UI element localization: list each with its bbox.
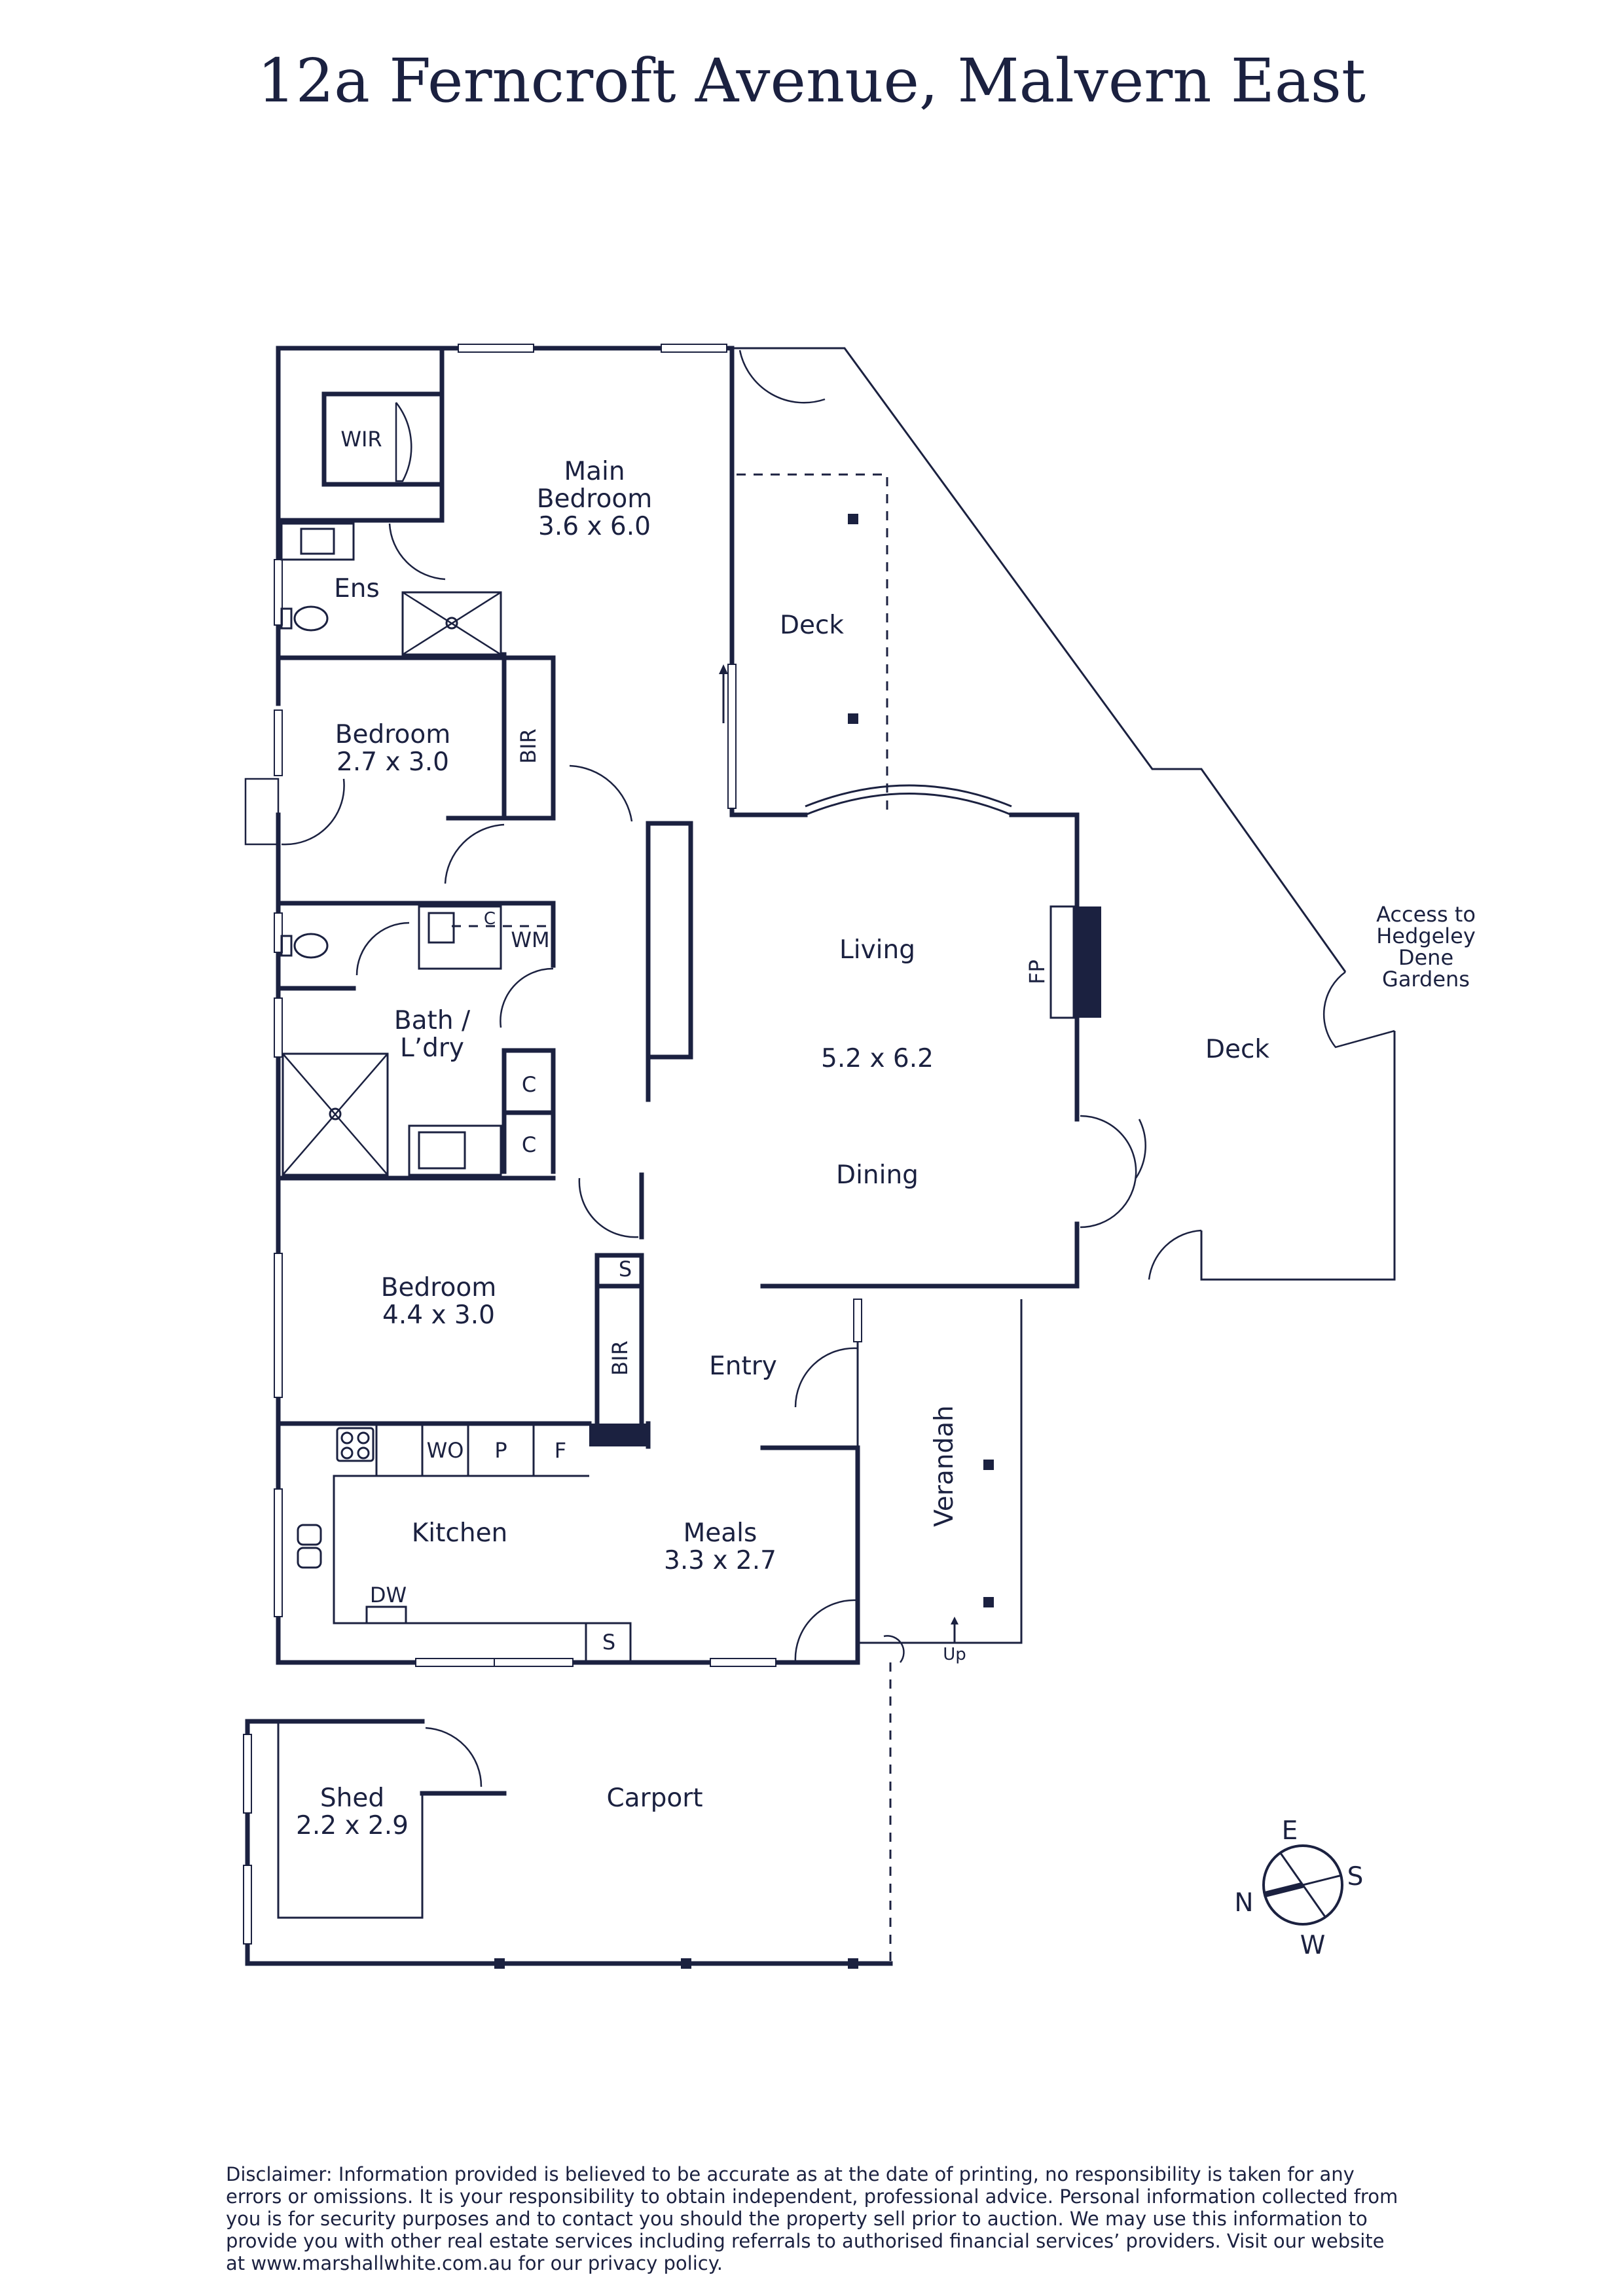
wir-label: WIR (340, 427, 382, 452)
room-labels: WIR Main Bedroom 3.6 x 6.0 Ens Deck Bedr… (296, 427, 1476, 1840)
bir-label-2: BIR (608, 1340, 632, 1376)
side-deck-label: Deck (1205, 1035, 1269, 1064)
meals-label: Meals (684, 1518, 757, 1548)
c-small-label: C (484, 909, 496, 929)
fixtures (280, 514, 1101, 1969)
fireplace-label: FP (1025, 960, 1049, 984)
toilet-icon (293, 605, 329, 632)
bir-label-1: BIR (516, 728, 541, 764)
bedroom-2-size: 2.7 x 3.0 (337, 747, 449, 777)
meals-size: 3.3 x 2.7 (664, 1546, 776, 1575)
access-label-2: Hedgeley (1376, 924, 1476, 948)
compass-w: W (1300, 1931, 1326, 1960)
laundry-label: L’dry (400, 1033, 464, 1063)
living-label: Living (839, 935, 915, 965)
compass-icon: E S N W (1234, 1816, 1363, 1960)
f-label: F (555, 1438, 566, 1463)
main-bedroom-size: 3.6 x 6.0 (538, 512, 651, 541)
main-bedroom-label: Main (564, 457, 625, 486)
shed-size: 2.2 x 2.9 (296, 1811, 409, 1840)
access-label-1: Access to (1376, 902, 1476, 927)
p-label: P (494, 1438, 507, 1463)
wo-label: WO (427, 1438, 464, 1463)
compass-s: S (1347, 1862, 1364, 1892)
verandah-label: Verandah (930, 1405, 959, 1527)
s-label-1: S (619, 1257, 632, 1282)
dining-label: Dining (836, 1160, 919, 1190)
bath-label: Bath / (394, 1006, 471, 1035)
windows (243, 344, 862, 1945)
cupboard-1-label: C (522, 1072, 536, 1097)
wm-label: WM (511, 927, 549, 952)
sliding-door-arrow-icon (719, 664, 728, 723)
compass-n: N (1234, 1888, 1253, 1918)
bedroom-2-label: Bedroom (335, 720, 450, 749)
bedroom-3-size: 4.4 x 3.0 (382, 1300, 495, 1330)
doors (244, 350, 1395, 1787)
page-title: 12a Ferncroft Avenue, Malvern East (257, 46, 1366, 116)
bedroom-3-label: Bedroom (381, 1273, 496, 1302)
up-arrow-icon (951, 1617, 958, 1643)
access-label-4: Gardens (1382, 967, 1470, 992)
s-label-2: S (602, 1630, 615, 1655)
dw-label: DW (370, 1583, 407, 1607)
compass-e: E (1282, 1816, 1298, 1846)
living-size: 5.2 x 6.2 (821, 1044, 934, 1073)
entry-label: Entry (709, 1352, 777, 1381)
shed-label: Shed (320, 1784, 384, 1813)
bay-window (805, 793, 1012, 816)
access-label-3: Dene (1398, 945, 1453, 970)
disclaimer-text: Disclaimer: Information provided is beli… (226, 2163, 1398, 2274)
kitchen-label: Kitchen (412, 1518, 508, 1548)
rear-deck-label: Deck (780, 611, 844, 640)
deck-outlines (732, 347, 1396, 1964)
main-bedroom-label-2: Bedroom (537, 484, 652, 514)
up-label: Up (943, 1645, 966, 1664)
toilet-icon (293, 933, 329, 959)
ensuite-label: Ens (334, 574, 380, 603)
carport-label: Carport (606, 1784, 702, 1813)
cupboard-2-label: C (522, 1132, 536, 1157)
